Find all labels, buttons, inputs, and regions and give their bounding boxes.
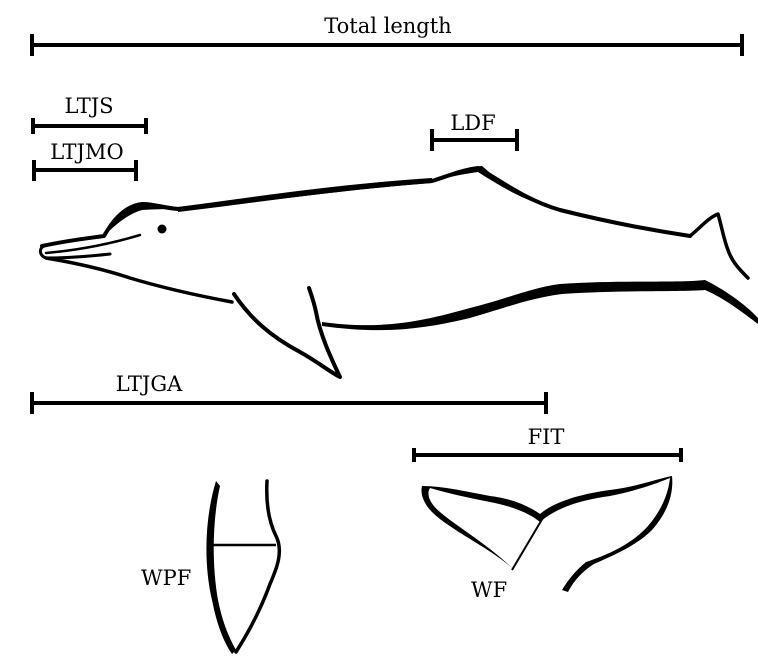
ldf-measure: LDF <box>432 111 517 151</box>
wf-label: WF <box>471 578 507 602</box>
total-length-measure: Total length <box>32 14 742 56</box>
dolphin-body <box>40 166 758 377</box>
ltjga-measure: LTJGA <box>32 372 546 414</box>
ltjmo-measure: LTJMO <box>34 140 136 181</box>
ltjs-label: LTJS <box>64 94 113 118</box>
pectoral-fin <box>234 288 340 377</box>
dorsal-fin <box>432 166 545 206</box>
pectoral-detail-left-edge <box>206 481 236 654</box>
tail-fluke-detail: WF <box>421 476 672 602</box>
pectoral-detail-right-edge <box>236 481 279 652</box>
back-shading <box>178 178 432 212</box>
pectoral-fin-detail: WPF <box>141 481 279 654</box>
ltjmo-label: LTJMO <box>50 140 123 164</box>
ltjga-label: LTJGA <box>116 372 183 396</box>
tail-fluke <box>690 214 748 278</box>
ltjs-measure: LTJS <box>33 94 146 134</box>
fit-label: FIT <box>528 425 565 449</box>
eye <box>158 225 167 234</box>
melon-shading <box>104 202 178 236</box>
ldf-label: LDF <box>450 111 495 135</box>
fit-measure: FIT <box>414 425 681 462</box>
wpf-label: WPF <box>141 566 191 590</box>
belly-outline <box>322 280 758 330</box>
wf-width-line <box>512 516 544 570</box>
beak-outline <box>40 236 110 258</box>
fluke-outline <box>421 476 672 592</box>
total-length-label: Total length <box>324 14 451 38</box>
throat-outline <box>46 258 232 302</box>
